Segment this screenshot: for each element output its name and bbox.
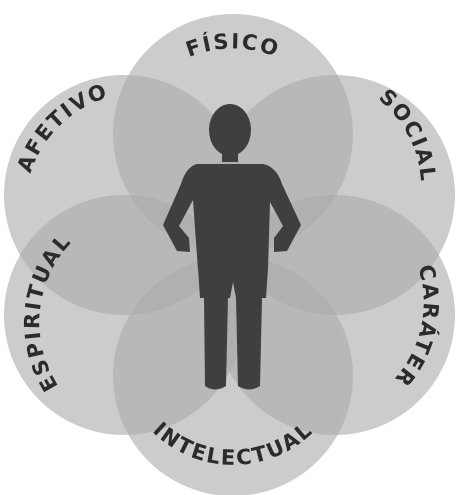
petal-afetivo — [4, 75, 244, 315]
person-neck — [222, 150, 238, 162]
petals — [4, 14, 455, 495]
person-head — [209, 104, 251, 156]
person-right-leg — [236, 298, 262, 390]
person-icon — [163, 104, 301, 390]
person-left-leg — [204, 298, 228, 390]
person-shorts — [198, 268, 268, 298]
person-torso — [163, 164, 301, 270]
